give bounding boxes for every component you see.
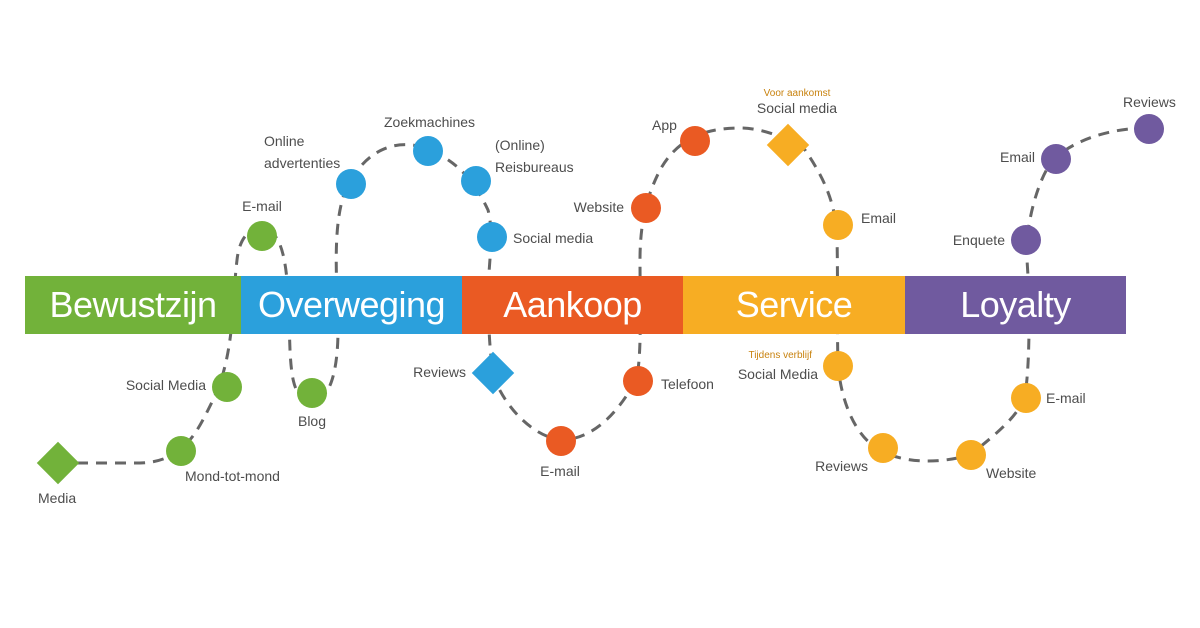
label-reviews-blue: Reviews — [413, 364, 466, 380]
label-email-orange: Email — [861, 210, 897, 226]
label-blog: Blog — [297, 413, 327, 429]
label-online-reisbureaus-line1: (Online) — [495, 137, 545, 153]
social-media-orange-marker — [823, 351, 853, 381]
label-media: Media — [38, 490, 77, 506]
social-media-blue-marker — [477, 222, 507, 252]
label-enquete: Enquete — [952, 232, 1005, 248]
stage-bar-segment-bewustzijn — [25, 276, 241, 334]
label-online-reisbureaus-line2: Reisbureaus — [495, 159, 574, 175]
email-purple-marker — [1041, 144, 1071, 174]
label-app: App — [652, 117, 677, 133]
website-orange-marker — [956, 440, 986, 470]
label-website-orange: Website — [986, 465, 1037, 481]
label-reviews-purple: Reviews — [1123, 94, 1176, 110]
app-marker — [680, 126, 710, 156]
stage-bar-segment-loyalty — [905, 276, 1126, 334]
label-email-green: E-mail — [242, 198, 282, 214]
online-advertenties-marker — [336, 169, 366, 199]
stage-aankoop: Aankoop — [503, 284, 642, 325]
telefoon-marker — [623, 366, 653, 396]
stage-bar-segment-aankoop — [462, 276, 683, 334]
media-diamond-marker — [36, 441, 80, 485]
reviews-diamond-marker — [471, 351, 515, 395]
social-media-green-marker — [212, 372, 242, 402]
label-email-red: E-mail — [540, 463, 580, 479]
stage-bar — [25, 276, 1126, 334]
online-reisbureaus-marker — [461, 166, 491, 196]
label-online-advertenties-line2: advertenties — [264, 155, 341, 171]
label-tijdens-verblijf: Tijdens verblijf — [748, 350, 812, 361]
email-orange-marker — [823, 210, 853, 240]
email-green-marker — [247, 221, 277, 251]
social-media-diamond-marker — [766, 123, 810, 167]
email-orange-bottom-marker — [1011, 383, 1041, 413]
label-social-media-orange-bottom: Social Media — [737, 366, 818, 382]
enquete-marker — [1011, 225, 1041, 255]
label-reviews-orange: Reviews — [815, 458, 868, 474]
label-zoekmachines: Zoekmachines — [384, 114, 476, 130]
label-online-advertenties-line1: Online — [264, 133, 305, 149]
email-red-marker — [546, 426, 576, 456]
label-social-media-orange-top: Social media — [756, 100, 838, 116]
label-social-media-green: Social Media — [125, 377, 206, 393]
stage-overweging: Overweging — [257, 284, 446, 325]
stage-service: Service — [735, 284, 853, 325]
stage-loyalty: Loyalty — [960, 284, 1071, 325]
mond-tot-mond-marker — [166, 436, 196, 466]
website-red-marker — [631, 193, 661, 223]
zoekmachines-marker — [413, 136, 443, 166]
reviews-purple-marker — [1134, 114, 1164, 144]
label-email-purple: Email — [999, 149, 1035, 165]
label-website-red: Website — [573, 199, 624, 215]
label-mond-tot-mond: Mond-tot-mond — [185, 468, 280, 484]
reviews-orange-marker — [868, 433, 898, 463]
label-telefoon: Telefoon — [661, 376, 714, 392]
label-social-media-blue: Social media — [513, 230, 594, 246]
stage-bewustzijn: Bewustzijn — [49, 284, 217, 325]
stage-bar-segment-overweging — [241, 276, 462, 334]
label-email-orange-bottom: E-mail — [1046, 390, 1086, 406]
blog-marker — [297, 378, 327, 408]
stage-bar-segment-service — [683, 276, 905, 334]
label-voor-aankomst: Voor aankomst — [763, 88, 831, 99]
